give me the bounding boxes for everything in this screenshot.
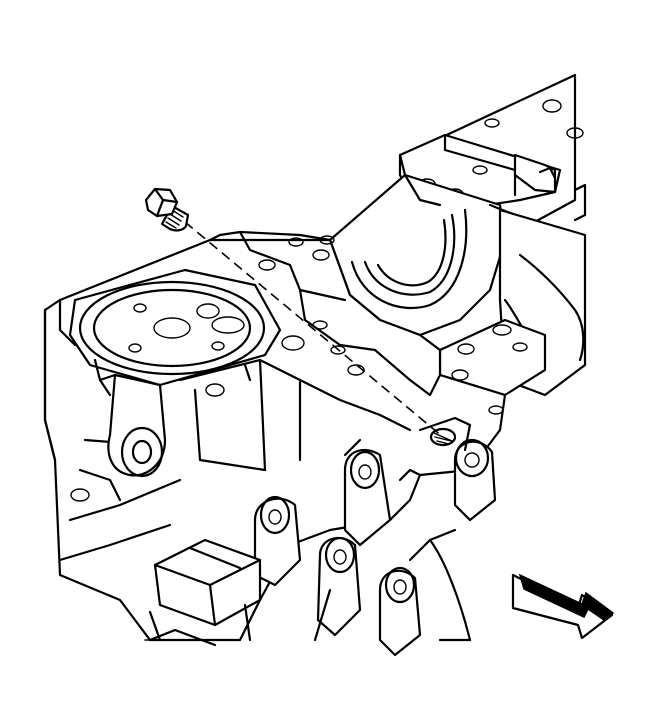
direction-arrow-icon bbox=[511, 573, 615, 640]
rear-casting bbox=[438, 208, 587, 397]
lower-sensor-housing bbox=[148, 538, 262, 647]
lower-bosses bbox=[253, 438, 497, 657]
front-cover-flange bbox=[68, 268, 282, 397]
bearing-saddle bbox=[328, 173, 522, 337]
hex-plug-bolt-icon bbox=[144, 187, 190, 232]
installation-leader-line bbox=[184, 221, 444, 438]
mounting-boss bbox=[98, 373, 167, 478]
